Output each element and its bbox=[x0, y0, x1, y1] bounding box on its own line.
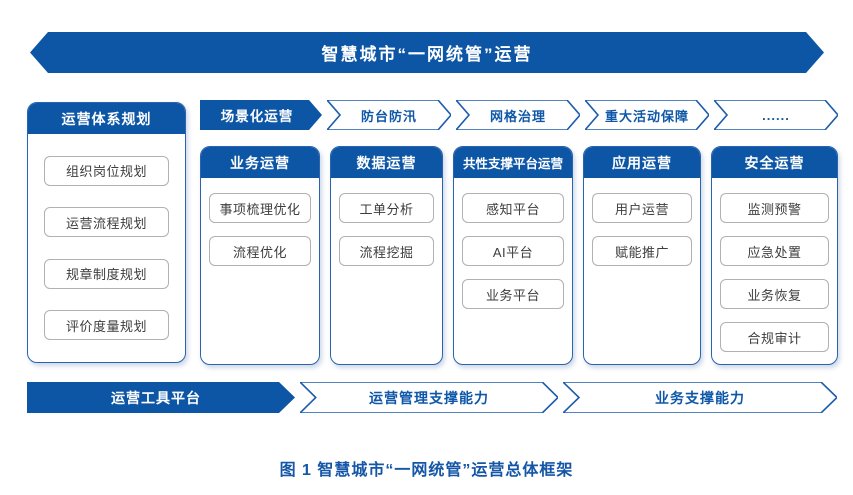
column-item: 赋能推广 bbox=[592, 236, 692, 266]
scenario-chevron: 防台防汛 bbox=[327, 100, 451, 130]
column-item: 业务恢复 bbox=[720, 279, 829, 309]
tools-platform-arrow: 运营工具平台 bbox=[27, 382, 295, 413]
panel-title: 安全运营 bbox=[712, 147, 837, 178]
panel-common-platform-operation: 共性支撑平台运营 感知平台 AI平台 业务平台 bbox=[453, 146, 573, 365]
scenario-label: 防台防汛 bbox=[360, 108, 417, 124]
capability-label: 业务支撑能力 bbox=[655, 389, 745, 406]
panel-body: 监测预警 应急处置 业务恢复 合规审计 bbox=[712, 178, 837, 352]
capability-row: 运营工具平台 运营管理支撑能力 业务支撑能力 bbox=[27, 382, 837, 413]
scenario-chevron: ...... bbox=[714, 100, 838, 130]
chevron-shape bbox=[456, 100, 580, 130]
column-item: AI平台 bbox=[462, 236, 564, 266]
panel-application-operation: 应用运营 用户运营 赋能推广 bbox=[583, 146, 701, 365]
scenario-chevron: 重大活动保障 bbox=[585, 100, 709, 130]
column-item: 应急处置 bbox=[720, 236, 829, 266]
chevron-shape bbox=[327, 100, 451, 130]
banner-title: 智慧城市“一网统管”运营 bbox=[321, 45, 533, 64]
column-item: 监测预警 bbox=[720, 193, 829, 223]
column-item: 工单分析 bbox=[339, 193, 434, 223]
column-item: 事项梳理优化 bbox=[209, 193, 311, 223]
panel-data-operation: 数据运营 工单分析 流程挖掘 bbox=[330, 146, 443, 365]
column-item: 用户运营 bbox=[592, 193, 692, 223]
operation-columns: 业务运营 事项梳理优化 流程优化 数据运营 工单分析 流程挖掘 共性支撑平台运营… bbox=[200, 146, 838, 365]
panel-title: 运营体系规划 bbox=[28, 103, 185, 134]
column-item: 流程优化 bbox=[209, 236, 311, 266]
column-item: 业务平台 bbox=[462, 279, 564, 309]
scenario-row: 场景化运营 防台防汛 网格治理 重大活动保障 ...... bbox=[200, 100, 838, 130]
capability-chevron: 运营管理支撑能力 bbox=[300, 382, 558, 413]
planning-item: 组织岗位规划 bbox=[44, 155, 169, 186]
panel-security-operation: 安全运营 监测预警 应急处置 业务恢复 合规审计 bbox=[711, 146, 838, 365]
column-item: 感知平台 bbox=[462, 193, 564, 223]
planning-item: 规章制度规划 bbox=[44, 258, 169, 289]
panel-body: 工单分析 流程挖掘 bbox=[331, 178, 442, 266]
panel-title: 业务运营 bbox=[201, 147, 319, 178]
column-item: 合规审计 bbox=[720, 322, 829, 352]
capability-chevron: 业务支撑能力 bbox=[563, 382, 837, 413]
figure-caption: 图 1 智慧城市“一网统管”运营总体框架 bbox=[279, 462, 574, 479]
planning-item: 评价度量规划 bbox=[44, 310, 169, 341]
capability-label: 运营管理支撑能力 bbox=[369, 389, 489, 406]
scenario-label: 网格治理 bbox=[489, 108, 546, 124]
scenario-label: ...... bbox=[762, 107, 790, 123]
scenario-lead-label: 场景化运营 bbox=[220, 109, 294, 124]
panel-body: 用户运营 赋能推广 bbox=[584, 178, 700, 266]
title-banner: 智慧城市“一网统管”运营 bbox=[30, 32, 824, 73]
panel-title: 数据运营 bbox=[331, 147, 442, 178]
scenario-lead-arrow: 场景化运营 bbox=[200, 100, 322, 130]
panel-body: 组织岗位规划 运营流程规划 规章制度规划 评价度量规划 bbox=[28, 134, 185, 362]
chevron-shape bbox=[563, 382, 837, 413]
planning-item: 运营流程规划 bbox=[44, 207, 169, 238]
chevron-shape bbox=[300, 382, 558, 413]
panel-body: 事项梳理优化 流程优化 bbox=[201, 178, 319, 266]
panel-title: 应用运营 bbox=[584, 147, 700, 178]
chevron-shape bbox=[585, 100, 709, 130]
panel-business-operation: 业务运营 事项梳理优化 流程优化 bbox=[200, 146, 320, 365]
tools-platform-label: 运营工具平台 bbox=[111, 389, 201, 406]
column-item: 流程挖掘 bbox=[339, 236, 434, 266]
scenario-label: 重大活动保障 bbox=[604, 108, 689, 124]
scenario-chevron: 网格治理 bbox=[456, 100, 580, 130]
panel-title: 共性支撑平台运营 bbox=[454, 147, 572, 178]
panel-body: 感知平台 AI平台 业务平台 bbox=[454, 178, 572, 309]
panel-operation-system-planning: 运营体系规划 组织岗位规划 运营流程规划 规章制度规划 评价度量规划 bbox=[27, 102, 186, 363]
chevron-shape bbox=[714, 100, 838, 130]
